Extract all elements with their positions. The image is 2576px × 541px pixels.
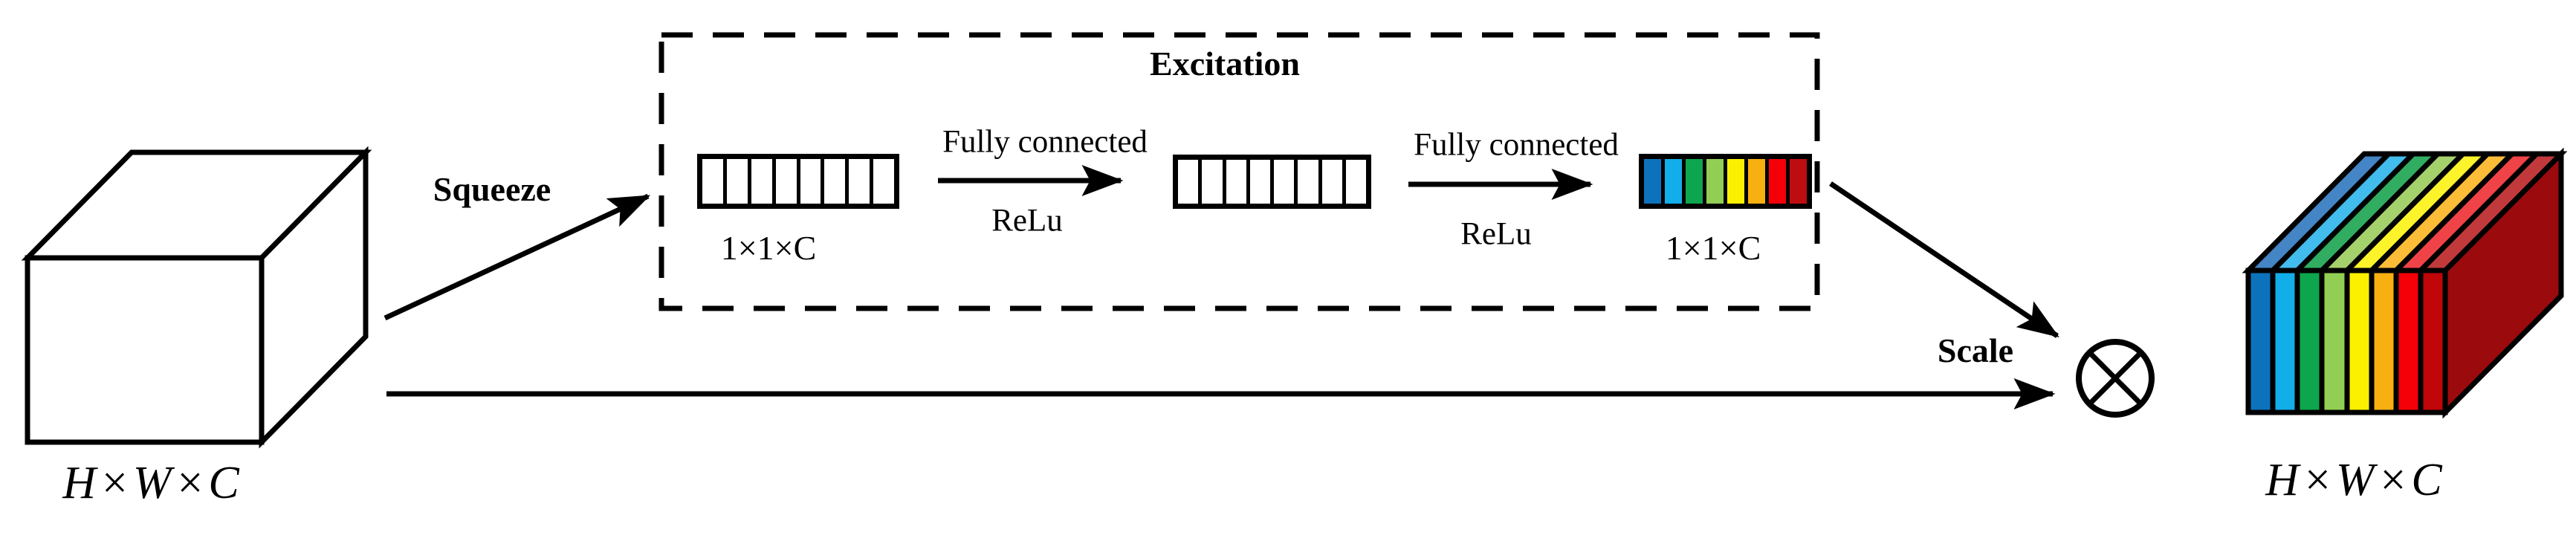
- input-dims-label: H×W×C: [62, 458, 242, 508]
- cuboid-front-slab: [2270, 268, 2300, 415]
- cuboid-front-slab: [2393, 268, 2424, 415]
- vector-cell: [747, 159, 772, 204]
- weights-vector-dims-label: 1×1×C: [1665, 229, 1761, 267]
- hidden-vector: [1173, 155, 1371, 209]
- vector-cell: [1178, 160, 1199, 204]
- vector-cell: [771, 159, 797, 204]
- vector-cell: [1222, 160, 1246, 204]
- vector-cell: [1246, 160, 1270, 204]
- fc1-label: Fully connected: [942, 124, 1148, 160]
- vector-cell: [1342, 160, 1366, 204]
- vector-cell: [796, 159, 821, 204]
- vector-cell: [1294, 160, 1318, 204]
- fc1-activation-label: ReLu: [991, 203, 1063, 239]
- vector-cell: [1270, 160, 1295, 204]
- vector-cell: [870, 159, 894, 204]
- vector-cell: [1765, 159, 1786, 204]
- vector-cell: [722, 159, 748, 204]
- squeezed-vector: [697, 154, 899, 209]
- excitation-dashed-box: [658, 32, 1820, 311]
- vector-cell: [1661, 159, 1682, 204]
- cuboid-front-slab: [2294, 268, 2325, 415]
- input-tensor-cube: [21, 146, 372, 449]
- vector-cell: [1644, 159, 1661, 204]
- excitation-label: Excitation: [1150, 45, 1300, 82]
- cuboid-front-slab: [2369, 268, 2399, 415]
- fc2-label: Fully connected: [1414, 127, 1619, 163]
- vector-cell: [821, 159, 846, 204]
- vector-cell: [1682, 159, 1703, 204]
- squeeze-label: Squeeze: [433, 170, 551, 208]
- cuboid-front-slab: [2418, 268, 2448, 415]
- multiply-icon: [2076, 339, 2155, 418]
- squeeze-arrow: [384, 193, 651, 321]
- vector-cell: [1724, 159, 1744, 204]
- vector-cell: [845, 159, 870, 204]
- output-dims-label: H×W×C: [2265, 455, 2445, 505]
- fc2-activation-label: ReLu: [1460, 216, 1532, 252]
- channel-weights-vector: [1639, 154, 1812, 209]
- cube-front-face: [25, 255, 265, 445]
- cuboid-front-slab: [2245, 268, 2276, 415]
- vector-cell: [1744, 159, 1765, 204]
- vector-cell: [1318, 160, 1342, 204]
- vector-cell: [1198, 160, 1223, 204]
- vector-cell: [1703, 159, 1724, 204]
- cuboid-front-slab: [2344, 268, 2375, 415]
- weights-to-scale-arrow: [1829, 181, 2059, 338]
- squeezed-vector-dims-label: 1×1×C: [720, 229, 817, 267]
- vector-cell: [702, 159, 723, 204]
- scale-label: Scale: [1937, 331, 2014, 369]
- vector-cell: [1786, 159, 1807, 204]
- cuboid-front-slab: [2319, 268, 2350, 415]
- output-tensor-cuboid: [2242, 147, 2568, 419]
